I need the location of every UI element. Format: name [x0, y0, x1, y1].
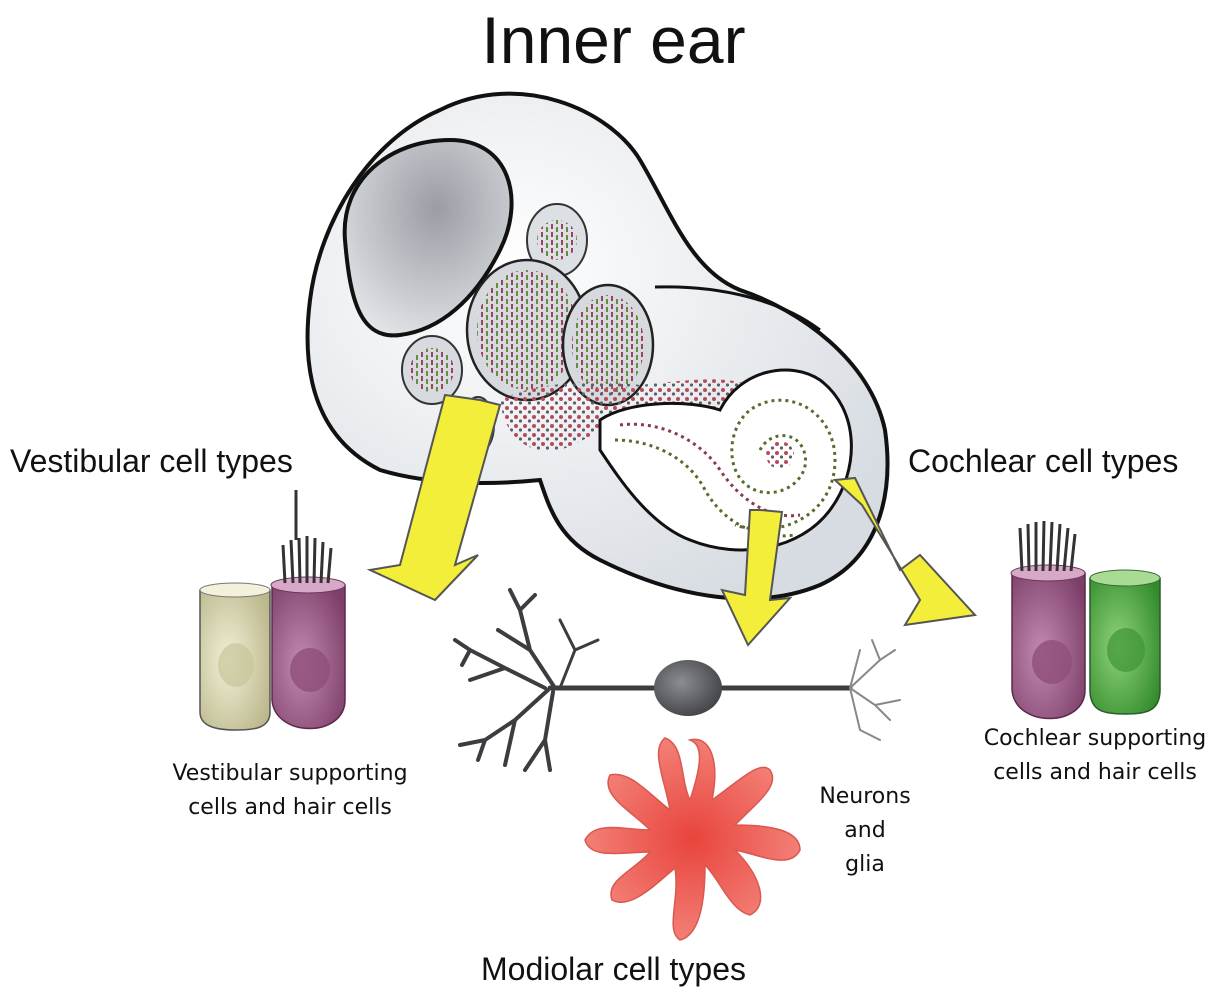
modiolar-cell — [585, 738, 800, 940]
vestibular-caption-line: Vestibular supporting — [110, 757, 470, 791]
vestibular-hair-cell — [271, 490, 345, 729]
cochlear-supporting-cell — [1090, 570, 1160, 714]
cochlear-caption: Cochlear supporting cells and hair cells — [960, 722, 1227, 790]
cochlea-apex — [766, 441, 794, 469]
neurons-caption-line: Neurons — [790, 780, 940, 814]
vestibular-cell-types-label: Vestibular cell types — [10, 443, 293, 480]
neurons-caption-line: glia — [790, 848, 940, 882]
diagram-title: Inner ear — [0, 2, 1227, 78]
cochlear-cell-types-label: Cochlear cell types — [908, 443, 1178, 480]
modiolar-cell-types-label: Modiolar cell types — [0, 951, 1227, 988]
cochlear-caption-line: Cochlear supporting — [960, 722, 1227, 756]
neurons-caption-line: and — [790, 814, 940, 848]
vestibular-caption-line: cells and hair cells — [110, 791, 470, 825]
cochlear-hair-cell — [1011, 521, 1085, 719]
cochlear-caption-line: cells and hair cells — [960, 756, 1227, 790]
neurons-glia-caption: Neurons and glia — [790, 780, 940, 882]
neuron-soma — [654, 660, 722, 716]
vestibular-supporting-cell — [200, 583, 270, 730]
vestibular-caption: Vestibular supporting cells and hair cel… — [110, 757, 470, 825]
